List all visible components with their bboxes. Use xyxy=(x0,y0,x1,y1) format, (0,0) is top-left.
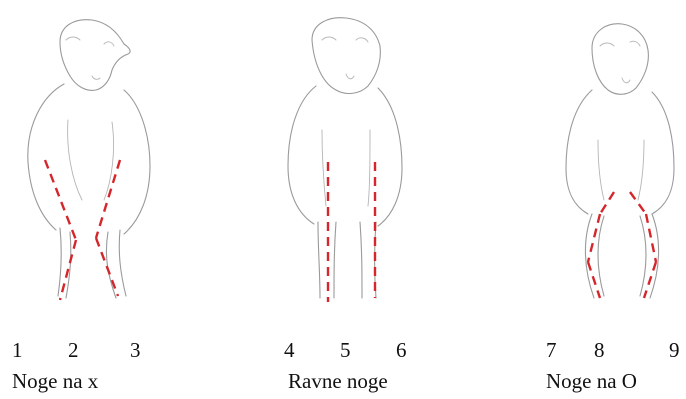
sheep-2-legs-lower xyxy=(318,222,376,298)
caption-x-legs: Noge na x xyxy=(12,371,98,392)
sheep-3-face xyxy=(600,41,640,83)
sheep-o-legs xyxy=(566,24,674,298)
sheep-1-legs-upper xyxy=(68,120,114,200)
sheep-2-legs-upper xyxy=(322,130,370,206)
sheep-1-left-lower-axis xyxy=(60,240,76,300)
sheep-straight-legs xyxy=(288,18,402,302)
sheep-1-head xyxy=(60,20,130,91)
leg-number-9: 9 xyxy=(669,340,680,361)
leg-number-7: 7 xyxy=(546,340,557,361)
sheep-1-face xyxy=(66,37,114,79)
sheep-illustrations xyxy=(0,0,686,320)
caption-o-legs: Noge na O xyxy=(546,371,637,392)
leg-number-8: 8 xyxy=(594,340,605,361)
sheep-1-body xyxy=(28,84,150,234)
sheep-2-face xyxy=(322,37,368,79)
leg-number-3: 3 xyxy=(130,340,141,361)
sheep-1-right-upper-axis xyxy=(96,160,120,238)
caption-straight-legs: Ravne noge xyxy=(288,371,388,392)
sheep-3-right-upper-axis xyxy=(630,192,646,214)
sheep-x-legs xyxy=(28,20,150,300)
sheep-3-legs-upper xyxy=(598,140,644,200)
sheep-3-body xyxy=(566,90,674,214)
sheep-3-head xyxy=(592,24,648,95)
leg-number-5: 5 xyxy=(340,340,351,361)
sheep-2-head xyxy=(312,18,380,94)
leg-number-1: 1 xyxy=(12,340,23,361)
leg-number-6: 6 xyxy=(396,340,407,361)
sheep-3-legs-lower xyxy=(585,214,658,298)
leg-number-4: 4 xyxy=(284,340,295,361)
sheep-3-left-upper-axis xyxy=(600,192,614,214)
leg-number-2: 2 xyxy=(68,340,79,361)
sheep-2-body xyxy=(288,86,402,226)
